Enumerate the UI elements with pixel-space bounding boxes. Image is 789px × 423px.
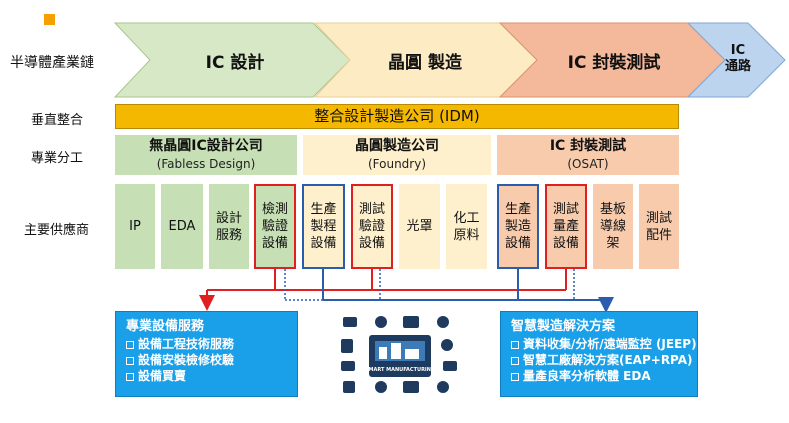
supplier-inspection-equipment: 檢測驗證設備 — [254, 184, 296, 269]
category-fabless-title: 無晶圓IC設計公司 — [149, 138, 263, 154]
supplier-test-accessories: 測試配件 — [639, 184, 679, 269]
category-foundry-sub: (Foundry) — [367, 157, 427, 171]
supplier-substrate-leadframe: 基板導線架 — [593, 184, 633, 269]
supplier-substrate-l1: 基板 — [599, 202, 626, 217]
supplier-inspection-l3: 設備 — [261, 236, 288, 251]
panel-smart-manufacturing-item: 資料收集/分析/遠端監控 (JEEP) — [511, 336, 697, 352]
supplier-mass-test-l2: 量產 — [552, 219, 579, 234]
category-fabless: 無晶圓IC設計公司 (Fabless Design) — [115, 135, 297, 175]
chart-icon — [341, 361, 355, 371]
supplier-process-l3: 設備 — [310, 236, 337, 251]
panel-smart-manufacturing-item: 智慧工廠解決方案(EAP+RPA) — [511, 352, 693, 368]
panel-equipment-service-item: 設備買賣 — [126, 368, 287, 384]
clock-icon — [441, 339, 453, 351]
chevron-ic-design — [113, 22, 351, 98]
supplier-manufacturing-equipment: 生產製造設備 — [497, 184, 539, 269]
red-connectors — [199, 269, 567, 311]
supplier-test-fab-l1: 測試 — [358, 202, 385, 217]
supplier-mass-test-l1: 測試 — [552, 202, 579, 217]
supplier-design-service-l2: 服務 — [215, 227, 242, 243]
panel-smart-manufacturing: 智慧製造解決方案 資料收集/分析/遠端監控 (JEEP) 智慧工廠解決方案(EA… — [500, 311, 698, 397]
conveyor-icon — [443, 361, 457, 371]
category-foundry-title: 晶圓製造公司 — [355, 138, 439, 154]
cloud-icon — [343, 381, 355, 393]
supplier-mfg-l1: 生產 — [504, 202, 531, 217]
category-fabless-sub: (Fabless Design) — [156, 157, 256, 171]
category-osat: IC 封裝測試 (OSAT) — [497, 135, 679, 175]
supplier-mass-test-equipment: 測試量產設備 — [545, 184, 587, 269]
chevron-wafer-fab-label: 晶圓 製造 — [388, 53, 462, 73]
panel-smart-manufacturing-title: 智慧製造解決方案 — [511, 319, 616, 334]
robot-arm-icon — [341, 339, 353, 353]
supplier-process-l1: 生產 — [310, 202, 337, 217]
category-foundry: 晶圓製造公司 (Foundry) — [303, 135, 491, 175]
smart-icons — [341, 316, 457, 393]
supplier-mfg-l2: 製造 — [504, 219, 531, 234]
supplier-substrate-l2: 導線 — [599, 219, 626, 234]
blue-connectors — [322, 269, 614, 313]
chevron-distribution-line1: IC — [730, 43, 746, 58]
supplier-eda-l1: EDA — [168, 219, 196, 234]
monitor-icon — [343, 317, 357, 327]
blue-dotted-connectors — [284, 269, 575, 301]
gauge-icon — [375, 316, 387, 328]
supplier-photomask: 光罩 — [399, 184, 440, 269]
supplier-process-l2: 製程 — [310, 219, 337, 234]
person-icon — [375, 381, 387, 393]
panel-equipment-service-title: 專業設備服務 — [126, 319, 205, 334]
supplier-chemicals-l2: 原料 — [453, 227, 480, 243]
supplier-test-fab-l2: 驗證 — [358, 219, 385, 234]
row-label-specialized: 專業分工 — [31, 151, 84, 166]
supplier-ip-l1: IP — [129, 219, 141, 234]
smart-label: SMART MANUFACTURING — [365, 367, 435, 373]
truck-icon — [403, 381, 419, 393]
row-label-vertical: 垂直整合 — [31, 113, 84, 128]
category-osat-sub: (OSAT) — [567, 157, 609, 171]
supplier-design-service: 設計服務 — [209, 184, 249, 269]
supplier-substrate-l3: 架 — [606, 236, 620, 251]
supplier-inspection-l2: 驗證 — [261, 219, 288, 234]
supplier-mfg-l3: 設備 — [504, 236, 531, 251]
display-icon — [403, 316, 419, 328]
gear-icon — [437, 316, 449, 328]
supplier-inspection-l1: 檢測 — [261, 202, 288, 217]
row-label-suppliers: 主要供應商 — [24, 223, 90, 238]
supplier-photomask-l1: 光罩 — [406, 219, 433, 234]
supplier-mass-test-l3: 設備 — [552, 236, 579, 251]
orange-marker — [44, 14, 55, 25]
smart-manufacturing-graphic: SMART MANUFACTURING — [335, 313, 465, 399]
supplier-test-fab-l3: 設備 — [358, 236, 385, 251]
wifi-icon — [437, 381, 449, 393]
supplier-design-service-l1: 設計 — [215, 210, 242, 226]
chevron-distribution-line2: 通路 — [724, 59, 751, 74]
panel-equipment-service-item: 設備安裝檢修校驗 — [126, 352, 287, 368]
chain-label: 半導體產業鏈 — [10, 55, 94, 71]
panel-equipment-service-item: 設備工程技術服務 — [126, 336, 287, 352]
supplier-ip: IP — [115, 184, 155, 269]
supplier-test-equipment-fab: 測試驗證設備 — [351, 184, 393, 269]
chevron-distribution — [686, 22, 786, 98]
chevron-distribution-label: IC 通路 — [712, 43, 764, 75]
chevron-row — [113, 22, 786, 98]
supplier-chemicals-l1: 化工 — [453, 210, 480, 226]
supplier-accessories-l1: 測試 — [645, 210, 672, 226]
supplier-eda: EDA — [161, 184, 203, 269]
idm-bar: 整合設計製造公司 (IDM) — [115, 104, 679, 129]
panel-smart-manufacturing-item: 量產良率分析軟體 EDA — [511, 368, 687, 384]
supplier-process-equipment: 生產製程設備 — [302, 184, 345, 269]
chevron-ic-design-label: IC 設計 — [205, 53, 265, 73]
chevron-packaging-test-label: IC 封裝測試 — [567, 53, 661, 73]
supplier-accessories-l2: 配件 — [645, 227, 672, 243]
category-osat-title: IC 封裝測試 — [549, 138, 627, 154]
supplier-chemicals: 化工原料 — [446, 184, 487, 269]
panel-equipment-service: 專業設備服務 設備工程技術服務 設備安裝檢修校驗 設備買賣 — [115, 311, 298, 397]
